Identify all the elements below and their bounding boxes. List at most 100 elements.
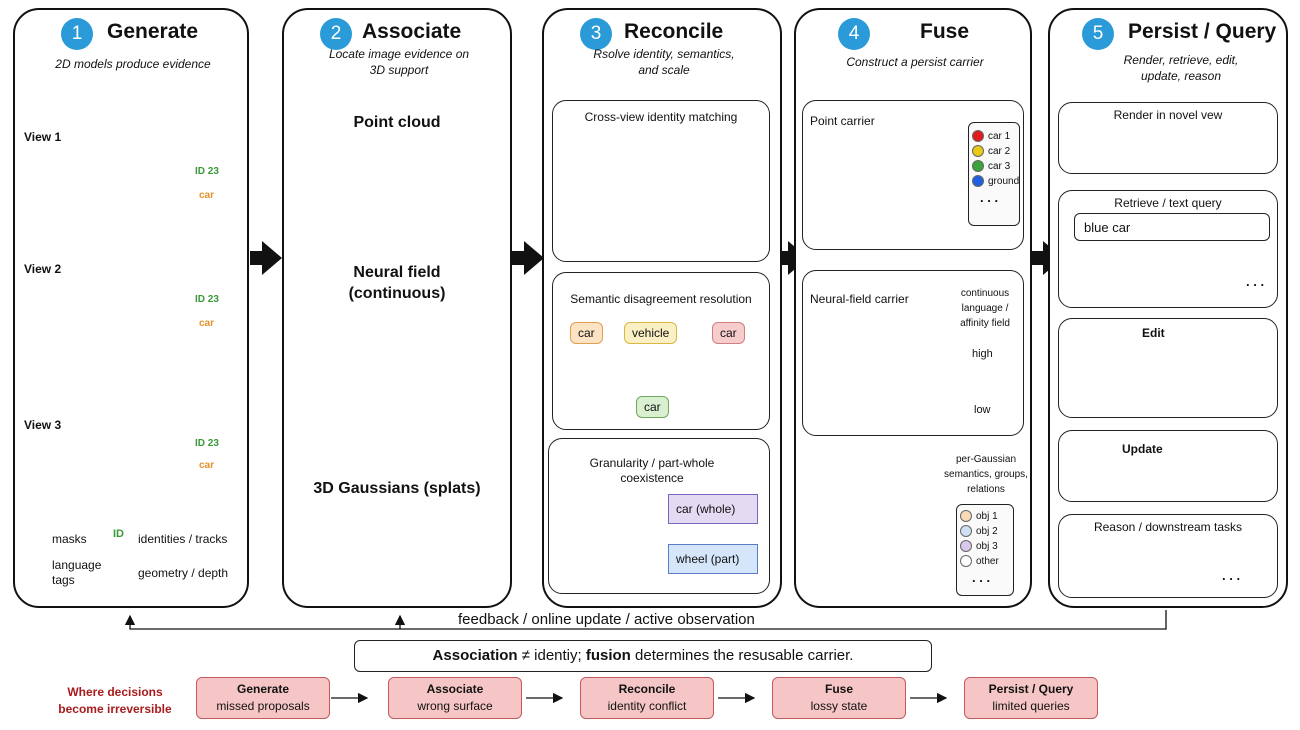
panel-subtitle: Render, retrieve, edit, update, reason: [1123, 53, 1239, 83]
stage-title: Persist / Query: [988, 682, 1074, 696]
panel-subtitle: Rsolve identity, semantics, and scale: [593, 47, 735, 77]
legend-label: car 2: [988, 145, 1011, 157]
gauss-caption: per-Gaussian semantics, groups, relation…: [944, 454, 1028, 495]
reason-title: Reason / downstream tasks: [1093, 520, 1243, 534]
legend-swatch: [972, 160, 984, 172]
legend-swatch: [960, 510, 972, 522]
panel-title: Fuse: [920, 20, 970, 43]
gaussians-label: 3D Gaussians (splats): [313, 480, 481, 497]
tag-id: ID 23: [195, 438, 219, 449]
legend-label: car 1: [988, 130, 1011, 142]
legend-swatch: [960, 540, 972, 552]
legend-label: car 3: [988, 160, 1011, 172]
panel-title: Persist / Query: [1128, 20, 1277, 43]
step-number: 1: [61, 18, 93, 50]
reason-box: [1058, 514, 1278, 598]
step-number: 4: [838, 18, 870, 50]
legend-label: obj 1: [976, 510, 998, 522]
identity-matching-title: Cross-view identity matching: [584, 110, 738, 124]
tag-whole: car (whole): [668, 494, 758, 524]
statement-text-end: determines the resusable carrier.: [630, 647, 854, 664]
query-input[interactable]: [1074, 213, 1270, 241]
neural-carrier-box: [802, 270, 1024, 436]
ellipsis: . . .: [972, 570, 991, 585]
colorbar-high: high: [972, 348, 993, 360]
tag-resolved: car: [636, 396, 669, 418]
arrow-1-2: [250, 241, 282, 275]
legend-language: language tags: [52, 558, 102, 587]
stage-sub: lossy state: [810, 699, 868, 713]
statement-association: Association: [432, 647, 518, 664]
tag-part: wheel (part): [668, 544, 758, 574]
legend-item: car 2: [972, 145, 1010, 157]
panel-generate: 1 Generate 2D models produce evidence: [13, 8, 249, 608]
panel-subtitle: 2D models produce evidence: [55, 57, 211, 71]
stage-sub: limited queries: [992, 699, 1070, 713]
point-carrier-title: Point carrier: [810, 114, 875, 128]
legend-masks: masks: [52, 532, 87, 546]
neural-field-label: Neural field (continuous): [348, 264, 446, 302]
feedback-line: [124, 610, 1167, 630]
legend-geometry: geometry / depth: [138, 566, 229, 580]
legend-item: car 3: [972, 160, 1010, 172]
legend-swatch: [960, 525, 972, 537]
tag-vehicle: vehicle: [624, 322, 678, 344]
view-label: View 3: [24, 418, 62, 432]
arrow-2-3: [512, 241, 544, 275]
legend-item: obj 3: [960, 540, 998, 552]
update-title: Update: [1122, 442, 1163, 456]
legend-label: other: [976, 555, 999, 567]
retrieve-title: Retrieve / text query: [1114, 196, 1222, 210]
panel-subtitle: Locate image evidence on 3D support: [328, 47, 470, 77]
ellipsis: . . .: [980, 190, 999, 205]
tag-car-alt: car: [712, 322, 745, 344]
panel-title: Generate: [107, 20, 199, 43]
edit-box: [1058, 318, 1278, 418]
stage-title: Reconcile: [618, 682, 676, 696]
legend-swatch: [960, 555, 972, 567]
decisions-label: Where decisions become irreversible: [58, 685, 172, 716]
panel-title: Associate: [362, 20, 462, 43]
tag-car: car: [199, 460, 215, 471]
legend-identities: identities / tracks: [138, 532, 228, 546]
decision-stage-persist: Persist / Query limited queries: [964, 677, 1098, 719]
legend-item: obj 1: [960, 510, 998, 522]
colorbar-low: low: [974, 404, 991, 416]
panel-subtitle: Construct a persist carrier: [846, 55, 984, 69]
query-text: blue car: [1084, 220, 1131, 235]
legend-item: ground: [972, 175, 1019, 187]
tag-id: ID 23: [195, 294, 219, 305]
legend-item: other: [960, 555, 999, 567]
tag-car: car: [199, 190, 215, 201]
update-box: [1058, 430, 1278, 502]
render-box: [1058, 102, 1278, 174]
legend-item: obj 2: [960, 525, 998, 537]
legend-label: ground: [988, 175, 1020, 187]
ellipsis: . . .: [1222, 568, 1241, 583]
statement-text: ≠ identiy;: [517, 647, 586, 664]
legend-swatch: [972, 130, 984, 142]
render-title: Render in novel vew: [1113, 108, 1223, 122]
neural-carrier-title: Neural-field carrier: [810, 292, 909, 306]
stage-sub: identity conflict: [607, 699, 687, 713]
stage-sub: missed proposals: [216, 699, 310, 713]
edit-title: Edit: [1142, 326, 1165, 340]
view-label: View 2: [24, 262, 62, 276]
stage-sub: wrong surface: [417, 699, 493, 713]
semantic-title: Semantic disagreement resolution: [570, 292, 752, 306]
decision-stage-reconcile: Reconcile identity conflict: [580, 677, 714, 719]
retrieve-box: [1058, 190, 1278, 308]
step-number: 2: [320, 18, 352, 50]
legend-item: car 1: [972, 130, 1010, 142]
legend-id-icon: ID: [113, 528, 124, 540]
legend-swatch: [972, 145, 984, 157]
legend-label: obj 3: [976, 540, 998, 552]
point-cloud-label: Point cloud: [353, 114, 441, 131]
granularity-title: Granularity / part-whole coexistence: [589, 456, 715, 485]
view-label: View 1: [24, 130, 62, 144]
statement-box: Association ≠ identiy; fusion determines…: [354, 640, 932, 672]
statement-fusion: fusion: [585, 647, 631, 664]
ellipsis: . . .: [1246, 274, 1265, 289]
